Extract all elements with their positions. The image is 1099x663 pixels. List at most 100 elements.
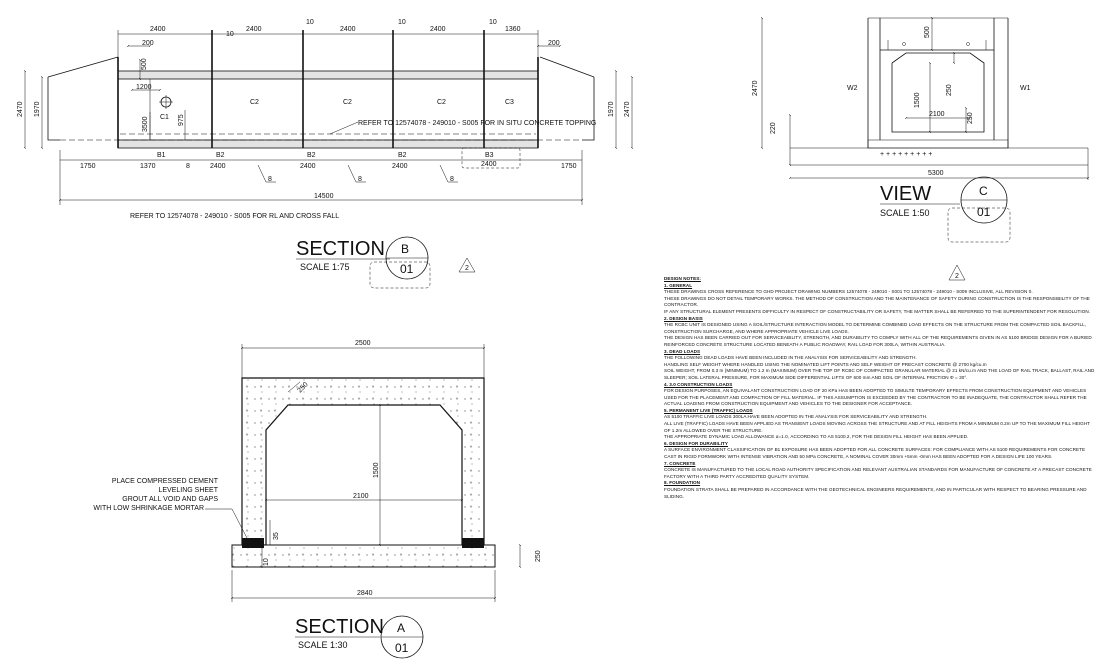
section-a — [205, 344, 522, 602]
note-heading: 1. GENERAL — [664, 282, 693, 288]
dim-text: 250 — [967, 112, 974, 124]
grout-note: PLACE COMPRESSED CEMENT LEVELING SHEET G… — [93, 478, 218, 512]
note-paragraph: THE DESIGN HAS BEEN CARRIED OUT FOR SERV… — [664, 335, 1092, 347]
dim-text: 500 — [924, 26, 931, 38]
note-heading: 7. CONCRETE — [664, 460, 696, 466]
svg-text:A: A — [397, 621, 405, 635]
svg-text:VIEW: VIEW — [880, 183, 931, 205]
svg-text:GROUT ALL VOID AND GAPS: GROUT ALL VOID AND GAPS — [122, 496, 218, 503]
note-paragraph: FOUNDATION STRATA SHALL BE PREPARED IN A… — [664, 487, 1087, 499]
dim-text: 2400 — [246, 26, 262, 33]
section-b — [23, 30, 634, 205]
dim-text: 2840 — [357, 590, 373, 597]
dim-text: 1500 — [373, 462, 380, 478]
dim-text: 2500 — [355, 340, 371, 347]
overall-dimension: 14500 — [314, 193, 334, 200]
dim-text: 8 — [450, 176, 454, 183]
design-notes-title: DESIGN NOTES: — [664, 276, 701, 281]
dim-text: 2400 — [210, 163, 226, 170]
dim-text: 2100 — [353, 493, 369, 500]
dim-text: 1750 — [80, 163, 96, 170]
note-heading: 4. 3.0 CONSTRUCTION LOADS — [664, 381, 733, 387]
view-c: + + + + + + + + + — [760, 16, 1090, 180]
dim-text: 500 — [141, 58, 148, 70]
dowel-marks: + + + + + + + + + — [880, 151, 932, 158]
rl-reference-note: REFER TO 12574078 - 249010 - S005 FOR RL… — [130, 213, 339, 220]
unit-label: C2 — [343, 99, 352, 106]
note-paragraph: CONCRETE IS MANUFACTURED TO THE LOCAL RO… — [664, 467, 1092, 479]
svg-text:SCALE 1:50: SCALE 1:50 — [880, 208, 930, 218]
dim-text: 1360 — [505, 26, 521, 33]
dim-text: 2400 — [300, 163, 316, 170]
wing-wall-label: W1 — [1020, 85, 1031, 92]
note-paragraph: SOIL WEIGHT, FROM 0.3 m (MINIMUM) TO 1.2… — [664, 368, 1095, 380]
revision-tag: 2 — [465, 265, 469, 272]
svg-text:01: 01 — [977, 205, 991, 219]
note-paragraph: ALL LIVE (TRAFFIC) LOADS HAVE BEEN APPLI… — [664, 421, 1090, 433]
section-a-title: SECTION A 01 SCALE 1:30 — [295, 615, 424, 659]
view-c-title: VIEW C 01 SCALE 1:50 — [880, 176, 1011, 243]
note-paragraph: FOR DESIGN PURPOSES, AN EQUIVALANT CONST… — [664, 388, 1087, 407]
dim-text: 10 — [263, 558, 270, 566]
note-paragraph: THESE DRAWINGS CROSS REFERENCE TO GHD PR… — [664, 289, 1033, 295]
base-slab — [231, 544, 496, 568]
section-b-title: SECTION B 01 SCALE 1:75 2 — [296, 236, 476, 289]
dim-text: 2470 — [17, 101, 24, 117]
dim-text: 220 — [770, 122, 777, 134]
note-paragraph: THE RCBC UNIT IS DESIGNED USING A SOIL/S… — [664, 322, 1087, 334]
dim-text: 2400 — [340, 26, 356, 33]
note-paragraph: HANDLING SELF WEIGHT WHERE HANDLED USING… — [664, 361, 987, 367]
note-heading: 3. DEAD LOADS — [664, 348, 701, 354]
svg-text:LEVELING SHEET: LEVELING SHEET — [158, 487, 218, 494]
dim-text: 1750 — [561, 163, 577, 170]
dim-text: 2400 — [430, 26, 446, 33]
note-paragraph: IF ANY STRUCTURAL ELEMENT PRESENTS DIFFI… — [664, 308, 1091, 314]
dim-text: 250 — [535, 550, 542, 562]
dim-text: 10 — [226, 31, 234, 38]
dim-text: 2400 — [481, 161, 497, 168]
svg-text:B: B — [401, 242, 409, 256]
base-label: B2 — [216, 152, 225, 159]
dim-text: 8 — [358, 176, 362, 183]
note-paragraph: THE FOLLOWING DEAD LOADS HAVE BEEN INCLU… — [664, 355, 917, 361]
note-paragraph: THESE DRAWINGS DO NOT DETAIL TEMPORARY W… — [664, 295, 1090, 308]
unit-label: C2 — [437, 99, 446, 106]
dim-text: 10 — [489, 19, 497, 26]
base-slab — [117, 139, 539, 149]
wing-wall-label: W2 — [847, 85, 858, 92]
note-heading: 2. DESIGN BASIS — [664, 315, 703, 321]
left-embankment — [47, 77, 60, 141]
note-paragraph: A SURFACE ENVIRONMENT CLASSIFICATION OF … — [664, 447, 1086, 460]
svg-text:01: 01 — [400, 262, 414, 276]
svg-text:01: 01 — [395, 641, 409, 655]
base-label: B1 — [157, 152, 166, 159]
svg-text:SCALE 1:30: SCALE 1:30 — [298, 640, 348, 650]
dim-text: 250 — [946, 84, 953, 96]
svg-text:SECTION: SECTION — [295, 616, 384, 638]
unit-label: C1 — [160, 114, 169, 121]
dim-text: 1500 — [914, 92, 921, 108]
right-embankment — [582, 77, 595, 141]
dim-text: 2470 — [624, 101, 631, 117]
unit-label: C3 — [505, 99, 514, 106]
dim-text: 1970 — [608, 101, 615, 117]
dim-text: 200 — [142, 40, 154, 47]
svg-text:C: C — [979, 184, 988, 198]
dim-text: 3500 — [142, 116, 149, 132]
dim-text: 10 — [398, 19, 406, 26]
top-slab — [117, 70, 539, 80]
dim-text: 5300 — [928, 170, 944, 177]
dim-text: 1970 — [34, 101, 41, 117]
svg-text:PLACE COMPRESSED CEMENT: PLACE COMPRESSED CEMENT — [112, 478, 219, 485]
note-heading: 6. DESIGN FOR DURABILITY — [664, 440, 728, 446]
dim-text: 8 — [268, 176, 272, 183]
dim-text: 1370 — [140, 163, 156, 170]
dim-text: 2470 — [752, 80, 759, 96]
dim-text: 2100 — [929, 111, 945, 118]
note-heading: 5. PERMANENT LIVE (TRAFFIC) LOADS — [664, 407, 753, 413]
dim-text: 35 — [273, 532, 280, 540]
revision-tag: 2 — [955, 273, 959, 280]
note-paragraph: AS 5100 TRAFFIC LIVE LOADS 300LA HAVE BE… — [664, 414, 928, 420]
